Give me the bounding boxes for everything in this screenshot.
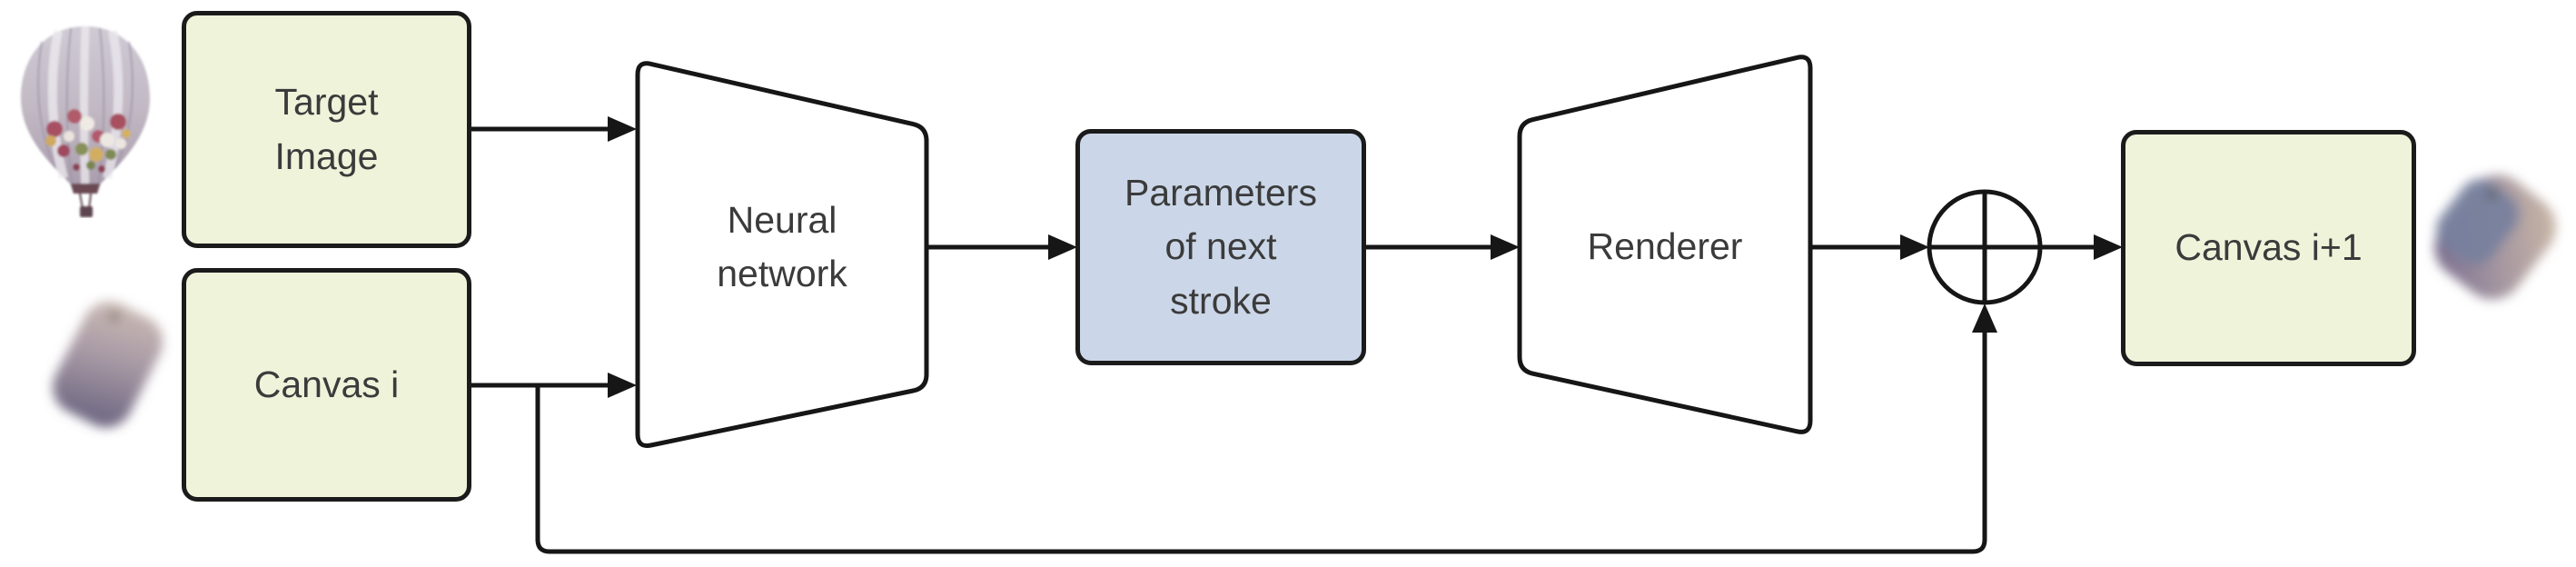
canvas-i-plus-1-label: Canvas i+1 xyxy=(2175,226,2363,269)
next-stroke-parameters-label: Parameters of next stroke xyxy=(1125,171,1317,322)
arrowheads xyxy=(608,116,2123,398)
sum-node-plus-circle-icon xyxy=(1927,189,2043,305)
edge-canvas-i-to-sum-feedback xyxy=(535,333,1987,554)
canvas-i-plus-1-thumbnail xyxy=(2434,174,2556,300)
canvas-i-stroke-blob xyxy=(53,301,163,428)
node-canvas-i-plus-1: Canvas i+1 xyxy=(2121,130,2416,366)
target-photo-balloon-image xyxy=(21,25,150,217)
node-canvas-i: Canvas i xyxy=(182,268,471,502)
balloon-floral-pattern xyxy=(45,109,131,173)
canvas-i-thumbnail xyxy=(53,301,163,428)
balloon-stripes xyxy=(37,25,134,192)
node-target-image: Target Image xyxy=(182,11,471,248)
canvas-i-label: Canvas i xyxy=(253,363,400,405)
neural-network-trapezoid xyxy=(635,61,929,448)
renderer-trapezoid xyxy=(1517,55,1813,434)
balloon-mouth xyxy=(71,184,100,194)
target-image-label: Target Image xyxy=(274,81,379,177)
balloon-basket xyxy=(80,206,93,217)
node-next-stroke-parameters: Parameters of next stroke xyxy=(1075,129,1366,365)
canvas-i-plus-1-stroke-blob xyxy=(2434,174,2556,300)
